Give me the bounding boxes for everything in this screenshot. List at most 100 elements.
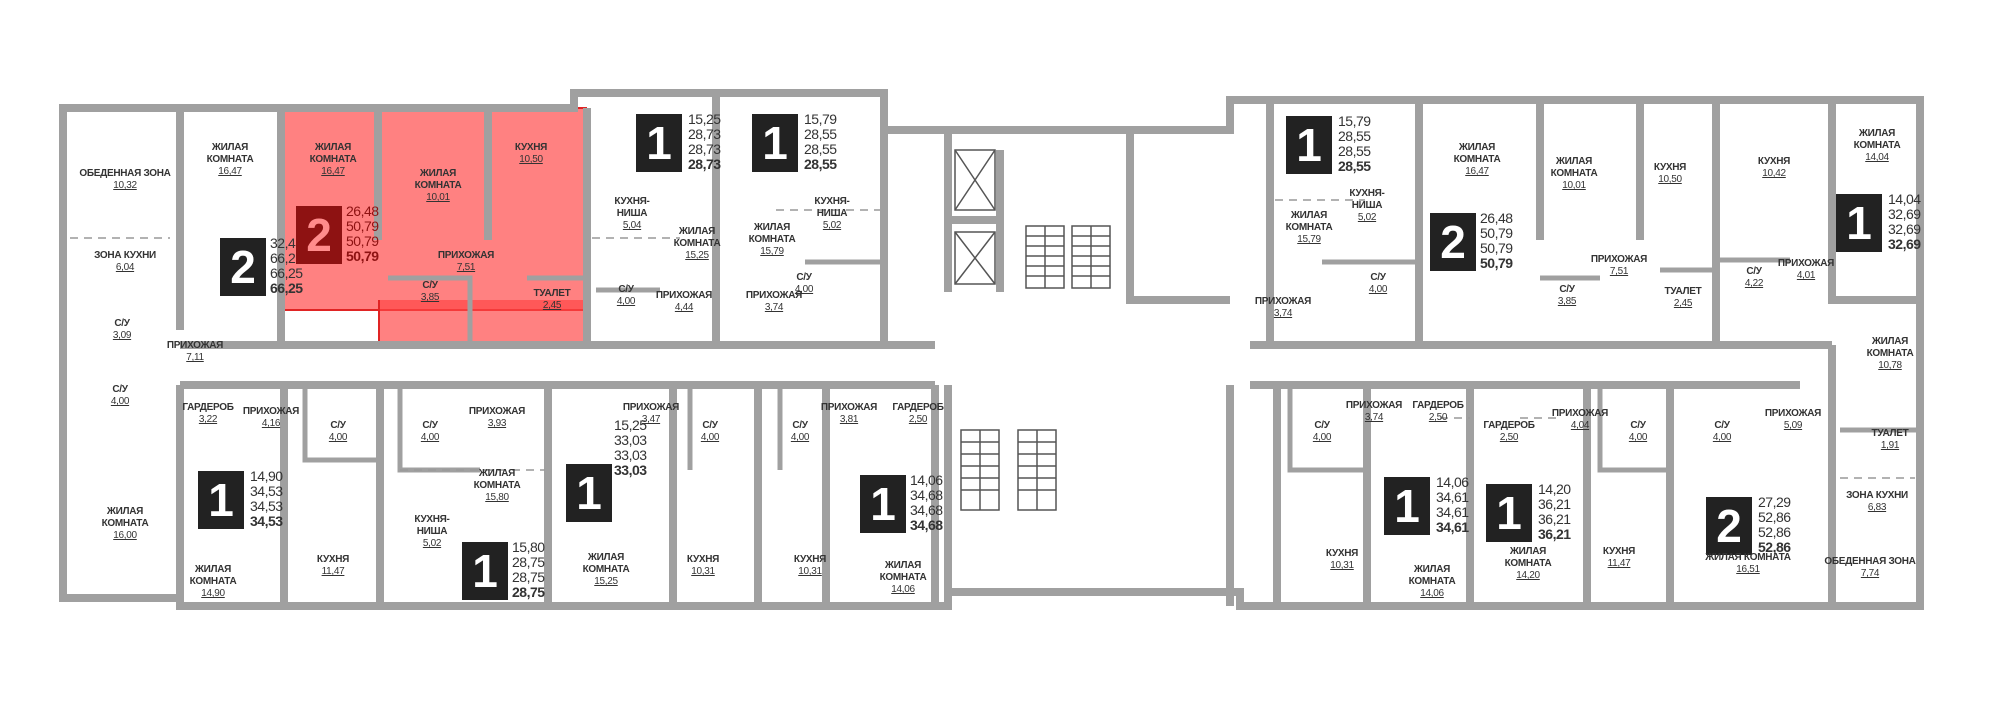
room-name: ПРИХОЖАЯ — [745, 290, 803, 301]
area-value: 50,79 — [1480, 240, 1513, 256]
room-area: 3,85 — [420, 292, 440, 303]
room-name: ПРИХОЖАЯ — [468, 406, 526, 417]
area-value: 28,73 — [688, 141, 721, 157]
room-count-badge[interactable]: 2 — [296, 206, 342, 264]
room-area: 15,80 — [485, 492, 509, 503]
room-count-badge[interactable]: 2 — [1430, 213, 1476, 271]
room-count-badge[interactable]: 1 — [1486, 484, 1532, 542]
room-area: 4,44 — [674, 302, 694, 313]
selected-apartment-highlight-lower[interactable] — [378, 300, 587, 344]
area-value: 52,86 — [1758, 539, 1791, 555]
stair-wall — [944, 130, 1234, 606]
area-value: 66,25 — [270, 265, 303, 281]
area-value: 33,03 — [614, 447, 647, 463]
room-area: 10,01 — [426, 192, 450, 203]
room-count-badge[interactable]: 1 — [198, 471, 244, 529]
room-area: 3,74 — [1364, 412, 1384, 423]
room-name: ЖИЛАЯ КОМНАТА — [1705, 552, 1791, 563]
room-area: 3,74 — [764, 302, 784, 313]
room-count-badge[interactable]: 1 — [1836, 194, 1882, 252]
room-name: С/У — [1630, 420, 1646, 431]
room-name: ПРИХОЖАЯ — [242, 406, 300, 417]
area-value: 28,55 — [804, 126, 837, 142]
area-value: 26,48 — [346, 203, 379, 219]
room-count-badge[interactable]: 1 — [1384, 477, 1430, 535]
room-area: 4,00 — [110, 396, 130, 407]
room-area: 6,04 — [115, 262, 135, 273]
room-name: ЖИЛАЯ КОМНАТА — [309, 142, 357, 165]
area-value: 14,90 — [250, 468, 283, 484]
room-area: 15,25 — [594, 576, 618, 587]
area-value: 36,21 — [1538, 511, 1571, 527]
room-area: 10,32 — [113, 180, 137, 191]
room-area: 3,81 — [839, 414, 859, 425]
room-name: ЖИЛАЯ КОМНАТА — [189, 564, 237, 587]
room-name: ГАРДЕРОБ — [182, 402, 234, 413]
room-name: КУХНЯ-НИША — [614, 196, 650, 219]
room-name: ЖИЛАЯ КОМНАТА — [206, 142, 254, 165]
room-name: КУХНЯ — [1325, 548, 1359, 559]
elevator-1 — [954, 149, 996, 211]
room-area: 4,00 — [1712, 432, 1732, 443]
room-name: ПРИХОЖАЯ — [1777, 258, 1835, 269]
room-name: ЗОНА КУХНИ — [94, 250, 156, 261]
room-count-badge[interactable]: 1 — [462, 542, 508, 600]
area-value: 28,55 — [1338, 143, 1371, 159]
room-area: 10,31 — [798, 566, 822, 577]
area-value: 28,55 — [804, 141, 837, 157]
room-name: С/У — [618, 284, 634, 295]
room-count-badge[interactable]: 1 — [860, 475, 906, 533]
room-name: ГАРДЕРОБ — [892, 402, 944, 413]
area-value: 34,61 — [1436, 519, 1469, 535]
room-name: ПРИХОЖАЯ — [622, 402, 680, 413]
room-count-badge[interactable]: 1 — [636, 114, 682, 172]
area-value: 34,61 — [1436, 489, 1469, 505]
area-value: 28,75 — [512, 584, 545, 600]
room-area: 2,50 — [1428, 412, 1448, 423]
elevator-2 — [954, 231, 996, 285]
room-count-badge[interactable]: 1 — [566, 464, 612, 522]
area-value: 14,04 — [1888, 191, 1921, 207]
room-count-badge[interactable]: 1 — [752, 114, 798, 172]
room-name: ТУАЛЕТ — [1871, 428, 1909, 439]
stairs-bottom — [960, 429, 1057, 511]
room-count-badge[interactable]: 1 — [1286, 116, 1332, 174]
room-area: 7,11 — [186, 352, 204, 363]
area-value: 36,21 — [1538, 526, 1571, 542]
room-name: КУХНЯ — [793, 554, 827, 565]
room-area: 5,09 — [1783, 420, 1803, 431]
room-count-badge[interactable]: 2 — [1706, 497, 1752, 555]
room-name: ТУАЛЕТ — [1664, 286, 1702, 297]
area-value: 28,73 — [688, 156, 721, 172]
room-name: ПРИХОЖАЯ — [1551, 408, 1609, 419]
room-area: 16,47 — [321, 166, 345, 177]
room-area: 15,79 — [760, 246, 784, 257]
room-name: КУХНЯ — [514, 142, 548, 153]
room-area: 14,06 — [1420, 588, 1444, 599]
room-name: ПРИХОЖАЯ — [1254, 296, 1312, 307]
room-name: С/У — [114, 318, 130, 329]
room-count-badge[interactable]: 2 — [220, 238, 266, 296]
